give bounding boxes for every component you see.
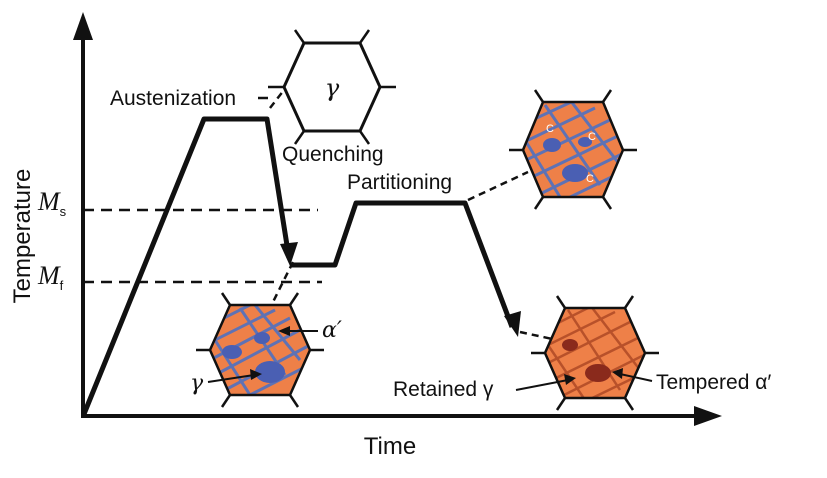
- tempered-alpha-label: Tempered α′: [656, 371, 771, 394]
- gamma-pointer-head: [250, 369, 262, 380]
- austenite-grain-hexagon: γ: [268, 29, 396, 145]
- tempered-alpha-pointer-head: [612, 368, 623, 379]
- partitioning-label: Partitioning: [347, 171, 452, 194]
- alpha-prime-pointer-head: [278, 326, 290, 336]
- y-axis-title: Temperature: [9, 169, 36, 304]
- quench-arrowhead: [280, 242, 298, 266]
- quenching-label: Quenching: [282, 143, 384, 166]
- connector-final: [519, 330, 558, 342]
- tempered-microstructure-hexagon: [531, 295, 659, 411]
- quenched-microstructure-hexagon: [196, 292, 324, 408]
- mf-label: Mf: [37, 261, 64, 293]
- tempered-alpha-pointer: [619, 373, 653, 382]
- retained-gamma-label: Retained γ: [393, 378, 494, 401]
- y-axis-arrowhead: [73, 12, 93, 40]
- partitioned-microstructure-hexagon: C C C: [509, 89, 637, 210]
- retained-gamma-pointer: [515, 379, 569, 391]
- alpha-prime-label: α′: [322, 318, 342, 343]
- carbon-label-3: C: [586, 173, 594, 185]
- retained-gamma-pointer-head: [564, 374, 576, 385]
- carbon-label-2: C: [588, 131, 596, 143]
- gamma-pointer: [207, 374, 255, 383]
- partition-arrowhead: [504, 311, 521, 337]
- thermal-cycle-path: [81, 116, 515, 415]
- x-axis-title: Time: [364, 433, 416, 460]
- ms-label: Ms: [37, 187, 67, 219]
- axes: [73, 12, 722, 426]
- gamma-label-austenite: γ: [325, 74, 340, 102]
- carbon-label-1: C: [546, 123, 554, 135]
- connector-partition: [467, 170, 529, 202]
- x-axis-arrowhead: [694, 406, 722, 426]
- austenization-label: Austenization: [110, 87, 236, 110]
- gamma-label-quenched: γ: [190, 371, 204, 396]
